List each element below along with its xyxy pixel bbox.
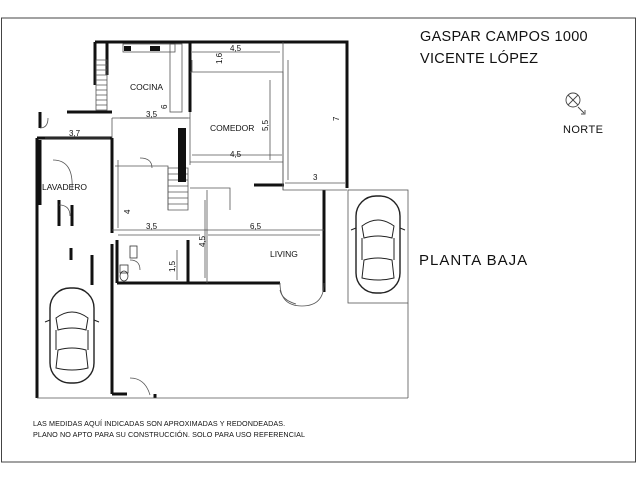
garage-right-outline <box>347 189 409 304</box>
dim-1-5: 1,5 <box>168 260 177 272</box>
dim-6: 6 <box>160 104 169 109</box>
room-label-comedor: COMEDOR <box>210 123 254 133</box>
room-labels: COCINA COMEDOR LAVADERO LIVING <box>42 82 298 259</box>
dim-4-5-comedor: 4,5 <box>230 150 242 159</box>
dim-6-5: 6,5 <box>250 222 262 231</box>
address-street: GASPAR CAMPOS 1000 <box>420 29 588 45</box>
room-label-cocina: COCINA <box>130 82 163 92</box>
dim-1-6: 1,6 <box>215 52 224 64</box>
kitchen-counter <box>122 43 176 53</box>
thick-marks <box>124 46 186 182</box>
plan-title: PLANTA BAJA <box>419 252 529 269</box>
stairs-upper <box>95 59 108 111</box>
north-arrow-icon <box>565 92 586 115</box>
room-label-lavadero: LAVADERO <box>42 182 87 192</box>
dim-4-5-top: 4,5 <box>230 44 242 53</box>
car-left-icon <box>44 287 100 384</box>
dimension-labels: 4,5 1,6 7 3,7 3,5 6 5,5 4,5 3 4 3,5 6,5 … <box>69 44 341 272</box>
disclaimer-line-1: LAS MEDIDAS AQUÍ INDICADAS SON APROXIMAD… <box>33 419 286 428</box>
dim-5-5: 5,5 <box>261 119 270 131</box>
toilet-icon <box>119 264 129 282</box>
walls <box>35 40 349 398</box>
dim-3-5-cocina: 3,5 <box>146 110 158 119</box>
dim-3: 3 <box>313 173 318 182</box>
car-right-icon <box>350 195 406 294</box>
dim-4-5-living: 4,5 <box>198 235 207 247</box>
kitchen-side-counter <box>169 43 183 113</box>
room-label-living: LIVING <box>270 249 298 259</box>
dim-4: 4 <box>123 209 132 214</box>
disclaimer-line-2: PLANO NO APTO PARA SU CONSTRUCCIÓN. SOLO… <box>33 430 306 439</box>
dim-3-7: 3,7 <box>69 129 81 138</box>
compass-label: NORTE <box>563 124 604 136</box>
dim-7: 7 <box>332 116 341 121</box>
sheet-border <box>1 17 636 463</box>
sink-icon <box>129 245 138 259</box>
dim-3-5-hall: 3,5 <box>146 222 158 231</box>
address-city: VICENTE LÓPEZ <box>420 51 539 67</box>
